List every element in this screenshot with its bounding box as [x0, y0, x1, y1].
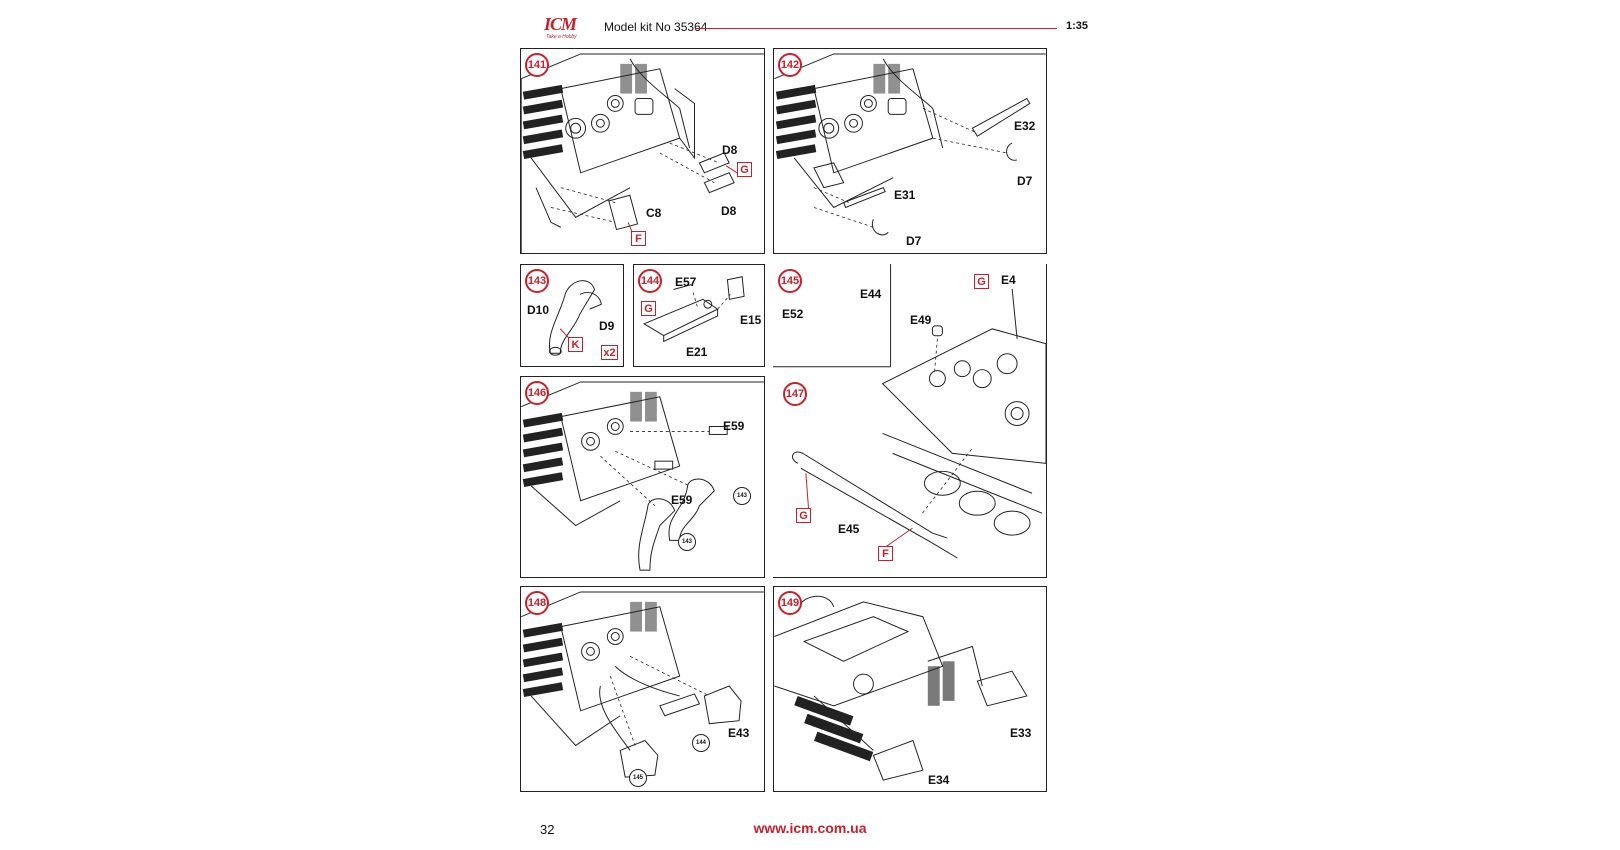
part-label-e31: E31	[894, 188, 916, 202]
step-143-drawing	[548, 280, 602, 356]
step-148-badge: 148	[525, 591, 549, 615]
step-147-panel: 147 G E4 E49 G E45 F	[773, 264, 1047, 578]
step-141-badge: 141	[525, 53, 549, 77]
part-label-d7-right: D7	[1017, 174, 1033, 188]
part-label-d7-bottom: D7	[906, 234, 922, 248]
logo-tagline: Take a Hobby	[546, 34, 577, 40]
part-label-c8: C8	[646, 206, 662, 220]
part-label-d8-top: D8	[722, 143, 738, 157]
part-label-e57: E57	[675, 275, 697, 289]
step-144-drawing	[643, 276, 745, 343]
marker-x2: x2	[601, 345, 618, 360]
part-label-d9: D9	[599, 319, 615, 333]
step-145-badge: 145	[778, 269, 802, 293]
marker-f-147: F	[878, 546, 893, 561]
marker-g-147-top: G	[974, 274, 989, 289]
step-149-drawing	[774, 595, 1028, 781]
ref-step-144: 144	[692, 734, 710, 752]
step-149-panel: 149 E33 E34	[773, 586, 1047, 792]
part-label-e15: E15	[740, 313, 762, 327]
step-143-badge: 143	[525, 269, 549, 293]
part-label-e59-bottom: E59	[671, 493, 693, 507]
icm-logo: ICM Take a Hobby	[540, 12, 590, 42]
part-label-e52: E52	[782, 307, 804, 321]
page-number: 32	[540, 822, 555, 837]
step-144-badge: 144	[638, 269, 662, 293]
step-146-panel: 146 E59 E59 143 143	[520, 376, 765, 578]
step-143-panel: 143 D10 D9 K x2	[520, 264, 624, 367]
part-label-e32: E32	[1014, 119, 1036, 133]
ref-step-143-bottom: 143	[678, 533, 696, 551]
part-label-d8-bottom: D8	[721, 204, 737, 218]
part-label-e33: E33	[1010, 726, 1032, 740]
step-147-badge: 147	[783, 382, 807, 406]
scale-label: 1:35	[1065, 20, 1088, 32]
part-label-e45: E45	[838, 522, 860, 536]
step-149-badge: 149	[778, 591, 802, 615]
website-link[interactable]: www.icm.com.ua	[753, 820, 867, 836]
header-rule	[695, 28, 1057, 29]
part-label-d10: D10	[527, 303, 550, 317]
step-146-drawing	[521, 381, 764, 571]
step-141-drawing	[521, 53, 764, 253]
step-144-panel: 144 E57 G E15 E21	[633, 264, 765, 367]
marker-g: G	[737, 162, 752, 177]
step-142-drawing	[774, 53, 1046, 236]
step-148-panel: 148 E43 144 145	[520, 586, 765, 792]
step-142-badge: 142	[778, 53, 802, 77]
part-label-e59-right: E59	[723, 419, 745, 433]
step-147-drawing	[773, 264, 1046, 559]
marker-f: F	[631, 231, 646, 246]
part-label-e44: E44	[860, 287, 882, 301]
logo-text: ICM	[544, 14, 577, 34]
marker-g-144: G	[641, 301, 656, 316]
part-label-e21: E21	[686, 345, 708, 359]
part-label-e43: E43	[728, 726, 750, 740]
ref-step-143-right: 143	[733, 487, 751, 505]
part-label-e4: E4	[1001, 273, 1016, 287]
step-142-panel: 142 E32 D7 E31 D7	[773, 48, 1047, 254]
kit-title: Model kit No 35364	[604, 20, 708, 34]
step-141-panel: 141 D8 G D8 C8 F	[520, 48, 765, 254]
part-label-e49: E49	[910, 313, 932, 327]
step-148-drawing	[521, 591, 764, 778]
ref-step-145: 145	[629, 769, 647, 787]
marker-g-147-left: G	[796, 508, 811, 523]
page-header: ICM Take a Hobby Model kit No 35364 1:35	[540, 12, 1090, 42]
part-label-e34: E34	[928, 773, 950, 787]
marker-k: K	[568, 337, 583, 352]
step-146-badge: 146	[525, 381, 549, 405]
